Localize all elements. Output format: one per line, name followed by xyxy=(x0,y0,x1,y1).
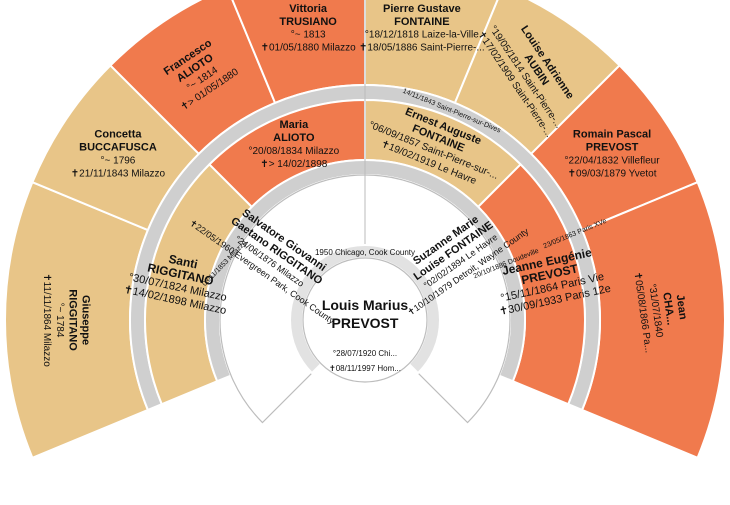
root-last: PREVOST xyxy=(332,315,399,331)
greatgrandparent-p2-first: Concetta xyxy=(94,129,142,141)
greatgrandparent-p5-last: FONTAINE xyxy=(394,16,449,28)
greatgrandparent-p8-last: CHA... xyxy=(660,292,676,326)
greatgrandparent-p5-death: ✝18/05/1886 Saint-Pierre-... xyxy=(359,42,485,53)
greatgrandparent-p7-last: PREVOST xyxy=(586,142,639,154)
greatgrandparent-p7-first: Romain Pascal xyxy=(573,129,651,141)
greatgrandparent-p2-birth: °~ 1796 xyxy=(101,155,136,166)
greatgrandparent-p4-death: ✝01/05/1880 Milazzo xyxy=(261,42,357,53)
grandparent-fm-death: ✝> 14/02/1898 xyxy=(260,159,327,170)
greatgrandparent-p4-birth: °~ 1813 xyxy=(291,29,326,40)
greatgrandparent-p8-first: Jean xyxy=(674,294,689,321)
greatgrandparent-p2-death: ✝21/11/1843 Milazzo xyxy=(71,168,166,179)
greatgrandparent-p7-death: ✝09/03/1879 Yvetot xyxy=(568,168,657,179)
greatgrandparent-p5-birth: °18/12/1818 Laize-la-Ville xyxy=(365,29,479,40)
greatgrandparent-p4-first: Vittoria xyxy=(289,3,328,15)
root-first: Louis Marius xyxy=(322,297,409,313)
root-person-circle[interactable] xyxy=(302,257,428,383)
greatgrandparent-p7-birth: °22/04/1832 Villefleur xyxy=(565,155,661,166)
greatgrandparent-p5-first: Pierre Gustave xyxy=(383,3,461,15)
grandparent-fm-first: Maria xyxy=(279,119,309,131)
greatgrandparent-p1-death: ✝11/11/1864 Milazzo xyxy=(41,273,52,367)
grandparent-ff-first: Santi xyxy=(167,252,199,272)
union-label-g1: 1950 Chicago, Cook County xyxy=(315,248,415,257)
greatgrandparent-p1-birth: °~ 1784 xyxy=(54,303,65,338)
root-death: ✝08/11/1997 Hom... xyxy=(329,364,401,373)
root-birth: °28/07/1920 Chi... xyxy=(333,349,397,358)
grandparent-fm-last: ALIOTO xyxy=(273,132,315,144)
grandparent-fm-birth: °20/08/1834 Milazzo xyxy=(248,146,339,157)
greatgrandparent-p2-last: BUCCAFUSCA xyxy=(79,142,157,154)
greatgrandparent-p4-last: TRUSIANO xyxy=(279,16,337,28)
greatgrandparent-p1-last: RIGGITANO xyxy=(67,289,79,351)
greatgrandparent-p1-first: Giuseppe xyxy=(80,295,92,345)
